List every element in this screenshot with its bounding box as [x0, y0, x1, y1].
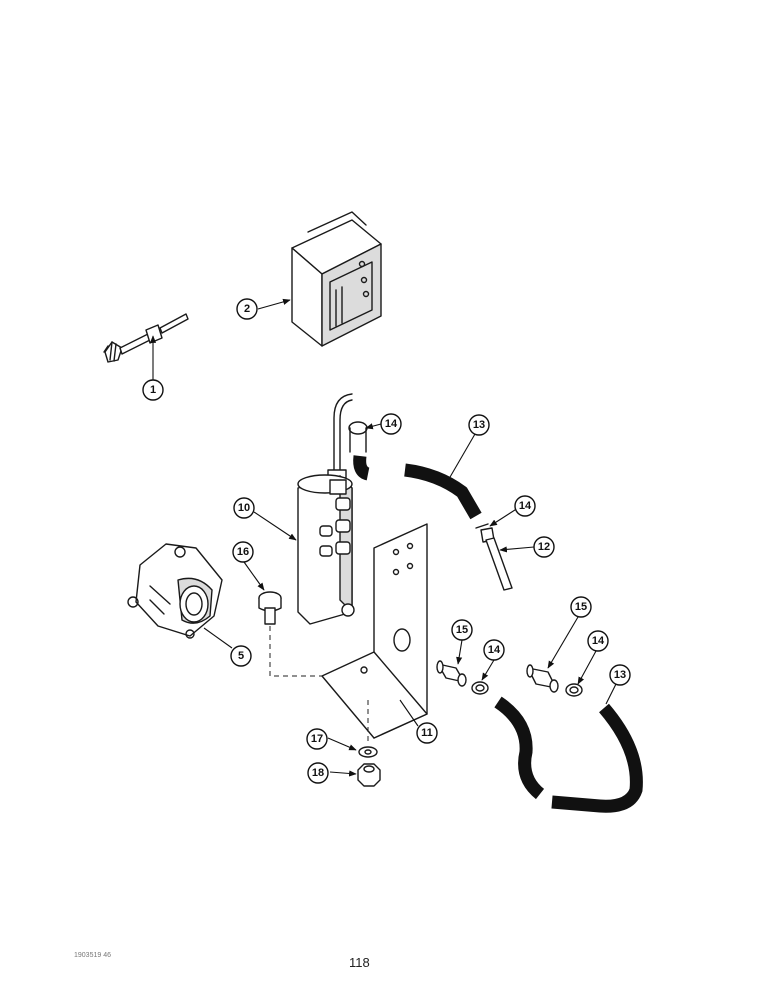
callout-14-left: 14 — [483, 639, 505, 661]
part-17-washer — [358, 700, 378, 758]
part-5-pump-housing — [127, 543, 223, 639]
callout-12: 12 — [533, 536, 555, 558]
part-12-pipe — [475, 523, 513, 591]
part-11-bracket — [321, 523, 428, 739]
part-13-lower-hoses — [494, 696, 643, 813]
svg-text:1: 1 — [150, 384, 156, 396]
svg-text:14: 14 — [488, 644, 501, 656]
callout-14-top: 14 — [380, 413, 402, 435]
svg-text:13: 13 — [473, 419, 485, 431]
callout-1: 1 — [142, 379, 164, 401]
part-2-control-module — [291, 211, 382, 347]
part-15-fitting-right — [526, 664, 559, 693]
callout-14-pipe: 14 — [514, 495, 536, 517]
part-1-sender — [103, 313, 189, 363]
callout-5: 5 — [230, 645, 252, 667]
svg-text:18: 18 — [312, 767, 324, 779]
callout-13-bottom: 13 — [609, 664, 631, 686]
svg-text:15: 15 — [575, 601, 587, 613]
svg-text:15: 15 — [456, 624, 468, 636]
callout-10: 10 — [233, 497, 255, 519]
svg-text:14: 14 — [519, 500, 532, 512]
leader-lines — [149, 298, 617, 777]
part-15-fitting-left — [436, 660, 467, 687]
callout-2: 2 — [236, 298, 258, 320]
svg-text:12: 12 — [538, 541, 550, 553]
part-10-canister — [297, 393, 355, 625]
svg-text:17: 17 — [311, 733, 323, 745]
callout-15-right: 15 — [570, 596, 592, 618]
callout-18: 18 — [307, 762, 329, 784]
page-number: 118 — [349, 955, 370, 970]
part-14-clamp-left — [471, 681, 489, 695]
callout-15-left: 15 — [451, 619, 473, 641]
svg-text:5: 5 — [238, 650, 244, 662]
part-14-clamp-right — [565, 683, 583, 697]
svg-text:10: 10 — [238, 502, 250, 514]
svg-text:14: 14 — [592, 635, 605, 647]
svg-text:14: 14 — [385, 418, 398, 430]
callout-16: 16 — [232, 541, 254, 563]
part-16-bolt — [258, 591, 368, 677]
svg-text:13: 13 — [614, 669, 626, 681]
svg-text:16: 16 — [237, 546, 249, 558]
svg-text:11: 11 — [421, 727, 433, 739]
callout-13-top: 13 — [468, 414, 490, 436]
callout-17: 17 — [306, 728, 328, 750]
part-13-upper-hose — [348, 421, 482, 520]
part-18-nut — [357, 763, 381, 787]
callout-11: 11 — [416, 722, 438, 744]
figure-code: 1903519 46 — [74, 952, 111, 959]
callout-14-right: 14 — [587, 630, 609, 652]
svg-text:2: 2 — [244, 303, 250, 315]
